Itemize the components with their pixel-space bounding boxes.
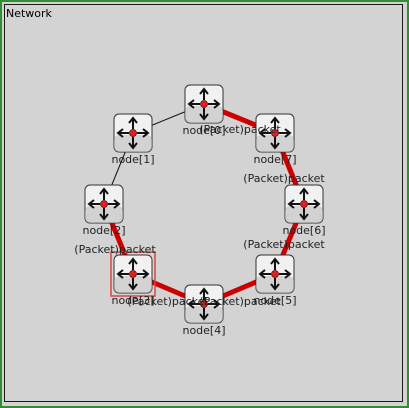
- router-status-dot: [271, 270, 279, 278]
- router-node6[interactable]: [284, 184, 324, 224]
- router-arrows-icon: [87, 187, 121, 221]
- router-node0[interactable]: [184, 84, 224, 124]
- router-status-dot: [200, 300, 208, 308]
- router-node7[interactable]: [255, 113, 295, 153]
- node-label-node7: node[7]: [253, 153, 296, 166]
- router-arrows-icon: [116, 116, 150, 150]
- packet-label-node7-node6: (Packet)packet: [243, 172, 325, 185]
- node-label-node4: node[4]: [182, 324, 225, 337]
- router-node2[interactable]: [84, 184, 124, 224]
- router-arrows-icon: [187, 87, 221, 121]
- node-label-node1: node[1]: [111, 153, 154, 166]
- router-status-dot: [200, 100, 208, 108]
- canvas-border: [4, 4, 403, 402]
- router-arrows-icon: [258, 116, 292, 150]
- router-arrows-icon: [287, 187, 321, 221]
- node-label-node2: node[2]: [82, 224, 125, 237]
- canvas-title: Network: [6, 7, 52, 20]
- router-node1[interactable]: [113, 113, 153, 153]
- packet-label-node6-node5: (Packet)packet: [243, 238, 325, 251]
- node-label-node0: node[0]: [182, 124, 225, 137]
- packet-label-node0-node7: (Packet)packet: [199, 123, 281, 136]
- router-node3[interactable]: [110, 251, 156, 297]
- router-status-dot: [129, 270, 137, 278]
- router-node4[interactable]: [184, 284, 224, 324]
- selection-highlight: [110, 251, 156, 297]
- router-arrows-icon: [116, 257, 150, 291]
- router-status-dot: [100, 200, 108, 208]
- packet-label-node2-node3: (Packet)packet: [74, 243, 156, 256]
- router-arrows-icon: [187, 287, 221, 321]
- node-label-node5: node[5]: [253, 294, 296, 307]
- router-node5[interactable]: [255, 254, 295, 294]
- router-status-dot: [300, 200, 308, 208]
- packet-label-node3-node4: (Packet)packet: [127, 295, 209, 308]
- node-label-node3: node[3]: [111, 294, 154, 307]
- router-status-dot: [129, 129, 137, 137]
- router-status-dot: [271, 129, 279, 137]
- router-arrows-icon: [258, 257, 292, 291]
- node-label-node6: node[6]: [282, 224, 325, 237]
- packet-label-node4-node5: (Packet)packet: [199, 295, 281, 308]
